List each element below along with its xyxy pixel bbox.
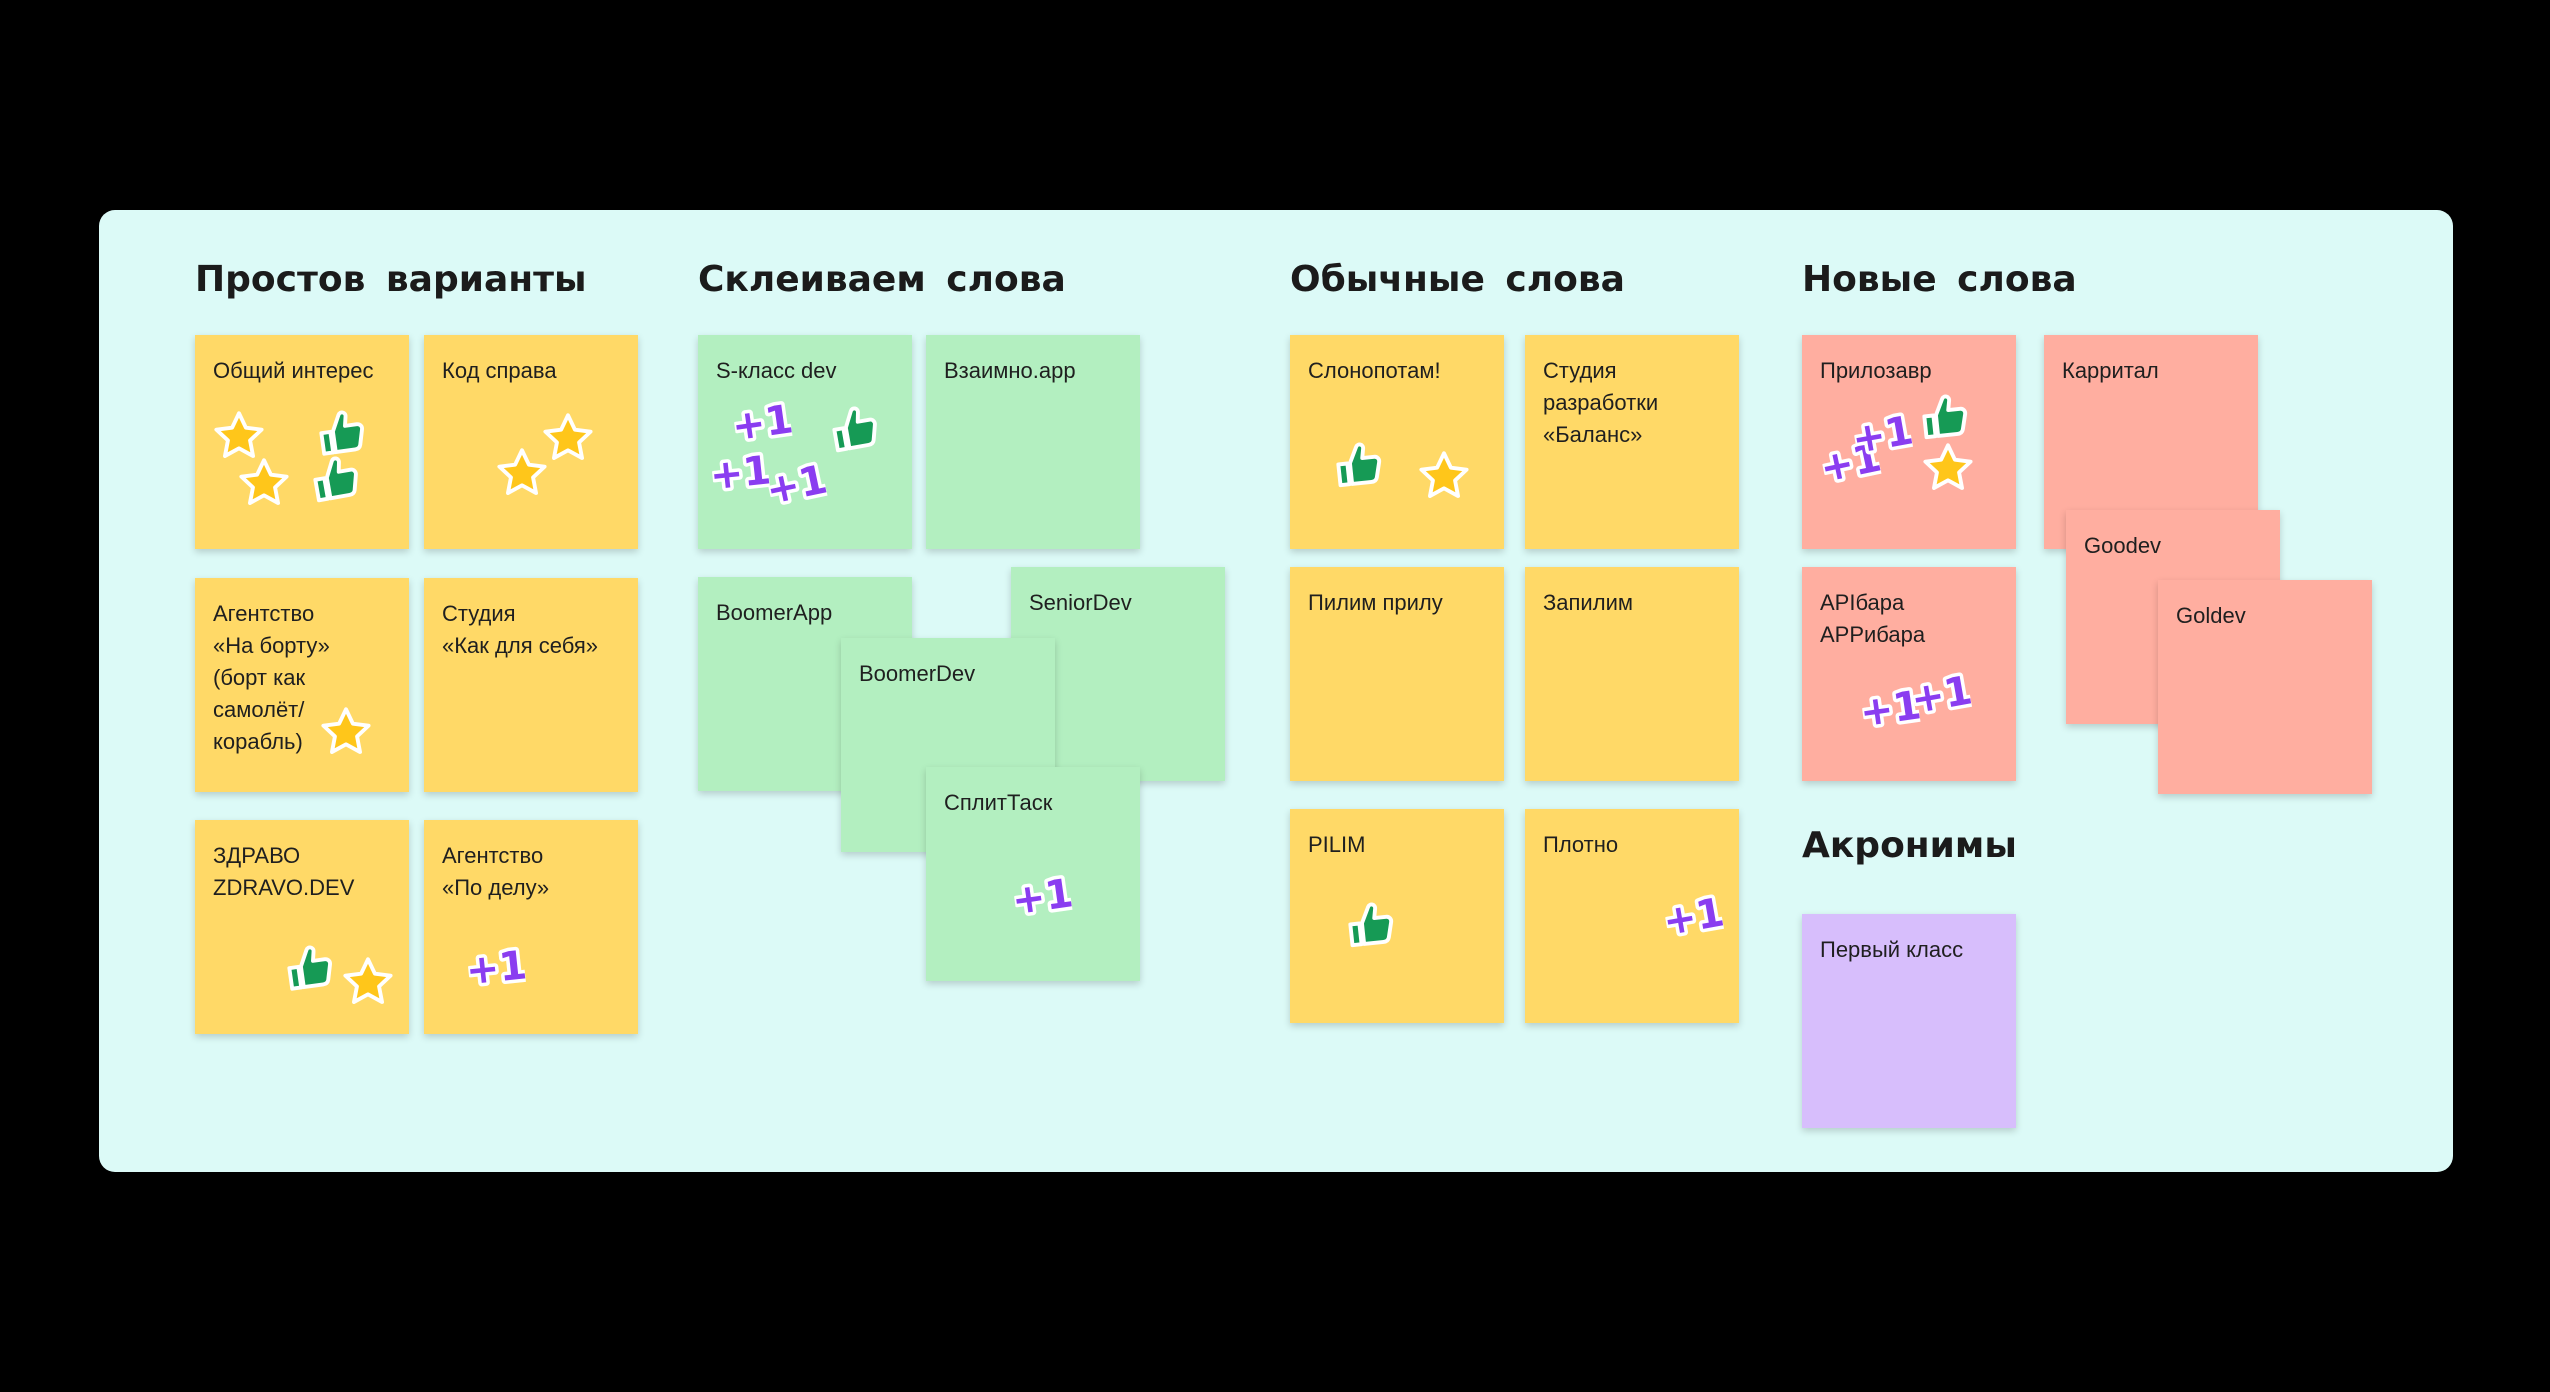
star-icon <box>1922 442 1974 494</box>
star-icon <box>238 457 290 509</box>
sticky-note-text: Код справа <box>442 358 557 383</box>
thumbs-up-icon <box>824 399 884 459</box>
sticky-note[interactable]: Взаимно.app <box>926 335 1140 549</box>
thumbs-up-icon <box>280 939 339 998</box>
thumbs-up-icon <box>305 449 365 509</box>
sticky-note-text: Агентство «На борту» (борт как самолёт/ … <box>213 601 330 754</box>
plus-one-icon <box>1661 883 1726 946</box>
sticky-note[interactable]: Общий интерес <box>195 335 409 549</box>
sticky-note[interactable]: СплитТаск <box>926 767 1140 981</box>
sticky-note-text: Студия «Как для себя» <box>442 601 598 658</box>
sticky-note[interactable]: Агентство «На борту» (борт как самолёт/ … <box>195 578 409 792</box>
sticky-note-text: Общий интерес <box>213 358 374 383</box>
thumbs-up-icon <box>1329 436 1386 493</box>
sticky-note-text: Слонопотам! <box>1308 358 1441 383</box>
sticky-note-text: Взаимно.app <box>944 358 1076 383</box>
sticky-note[interactable]: Агентство «По делу» <box>424 820 638 1034</box>
plus-one-icon <box>709 440 770 500</box>
sticky-note-text: S-класс dev <box>716 358 837 383</box>
sticky-note-text: Прилозавр <box>1820 358 1932 383</box>
sticky-note[interactable]: Пилим прилу <box>1290 567 1504 781</box>
sticky-note-text: Goodev <box>2084 533 2162 558</box>
sticky-note-text: Агентство «По делу» <box>442 843 550 900</box>
plus-one-icon <box>465 935 526 995</box>
sticky-note-text: Карритал <box>2062 358 2159 383</box>
star-icon <box>213 410 265 462</box>
thumbs-up-icon <box>1341 896 1398 953</box>
sticky-note[interactable]: APIбара APPибара <box>1802 567 2016 781</box>
sticky-note-text: СплитТаск <box>944 790 1053 815</box>
sticky-note[interactable]: Goldev <box>2158 580 2372 794</box>
section-title-simple: Простов варианты <box>195 259 587 300</box>
sticky-note[interactable]: PILIM <box>1290 809 1504 1023</box>
sticky-note[interactable]: Запилим <box>1525 567 1739 781</box>
sticky-note-text: Пилим прилу <box>1308 590 1443 615</box>
star-icon <box>1418 450 1470 502</box>
sticky-note[interactable]: Студия «Как для себя» <box>424 578 638 792</box>
plus-one-icon <box>1011 863 1074 924</box>
sticky-note[interactable]: Плотно <box>1525 809 1739 1023</box>
sticky-note-text: BoomerDev <box>859 661 976 686</box>
sticky-note-text: SeniorDev <box>1029 590 1132 615</box>
sticky-note-text: Goldev <box>2176 603 2246 628</box>
sticky-note-text: APIбара APPибара <box>1820 590 1926 647</box>
sticky-note-text: ЗДРАВО ZDRAVO.DEV <box>213 843 355 900</box>
sticky-note[interactable]: Студия разработки «Баланс» <box>1525 335 1739 549</box>
section-title-ordinary: Обычные слова <box>1290 259 1625 300</box>
thumbs-up-icon <box>1915 388 1972 445</box>
sticky-note-text: BoomerApp <box>716 600 833 625</box>
sticky-note-text: Запилим <box>1543 590 1633 615</box>
sticky-note-text: PILIM <box>1308 832 1366 857</box>
star-icon <box>320 706 372 758</box>
section-title-acronyms: Акронимы <box>1802 825 2017 866</box>
plus-one-icon <box>1850 401 1915 464</box>
sticky-note-text: Плотно <box>1543 832 1619 857</box>
sticky-note[interactable]: Слонопотам! <box>1290 335 1504 549</box>
section-title-glued: Склеиваем слова <box>698 259 1066 300</box>
plus-one-icon <box>1909 661 1974 724</box>
sticky-note-text: Первый класс <box>1820 937 1964 962</box>
star-icon <box>342 956 394 1008</box>
section-title-new-words: Новые слова <box>1802 259 2077 300</box>
sticky-note-text: Студия разработки «Баланс» <box>1543 358 1659 447</box>
sticky-note[interactable]: ЗДРАВО ZDRAVO.DEV <box>195 820 409 1034</box>
star-icon <box>542 412 594 464</box>
sticky-note[interactable]: Первый класс <box>1802 914 2016 1128</box>
plus-one-icon <box>763 450 829 514</box>
sticky-note[interactable]: S-класс dev <box>698 335 912 549</box>
sticky-note[interactable]: Код справа <box>424 335 638 549</box>
star-icon <box>496 447 548 499</box>
whiteboard-canvas[interactable]: Простов варианты Общий интерес Код справ… <box>99 210 2453 1172</box>
sticky-note[interactable]: Прилозавр <box>1802 335 2016 549</box>
